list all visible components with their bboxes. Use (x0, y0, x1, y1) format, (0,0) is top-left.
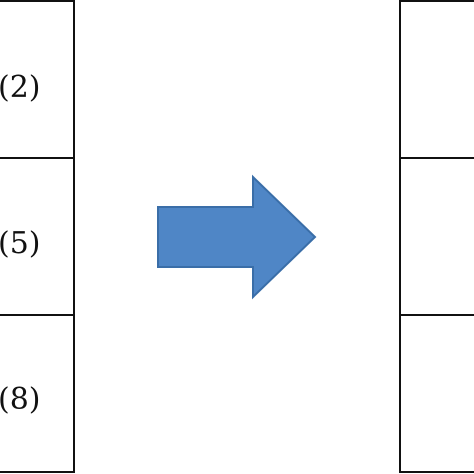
right-arrow-icon (157, 174, 317, 300)
right-table-cell-2 (399, 157, 474, 316)
left-table-cell-3 (0, 314, 75, 473)
right-table-cell-3 (399, 314, 474, 473)
left-table: (2) (5) (8) (0, 0, 75, 473)
left-cell-label-3: (8) (0, 382, 41, 417)
left-cell-label-1: (2) (0, 70, 41, 105)
right-table (399, 0, 474, 473)
left-cell-label-2: (5) (0, 226, 41, 261)
right-table-cell-1 (399, 0, 474, 159)
